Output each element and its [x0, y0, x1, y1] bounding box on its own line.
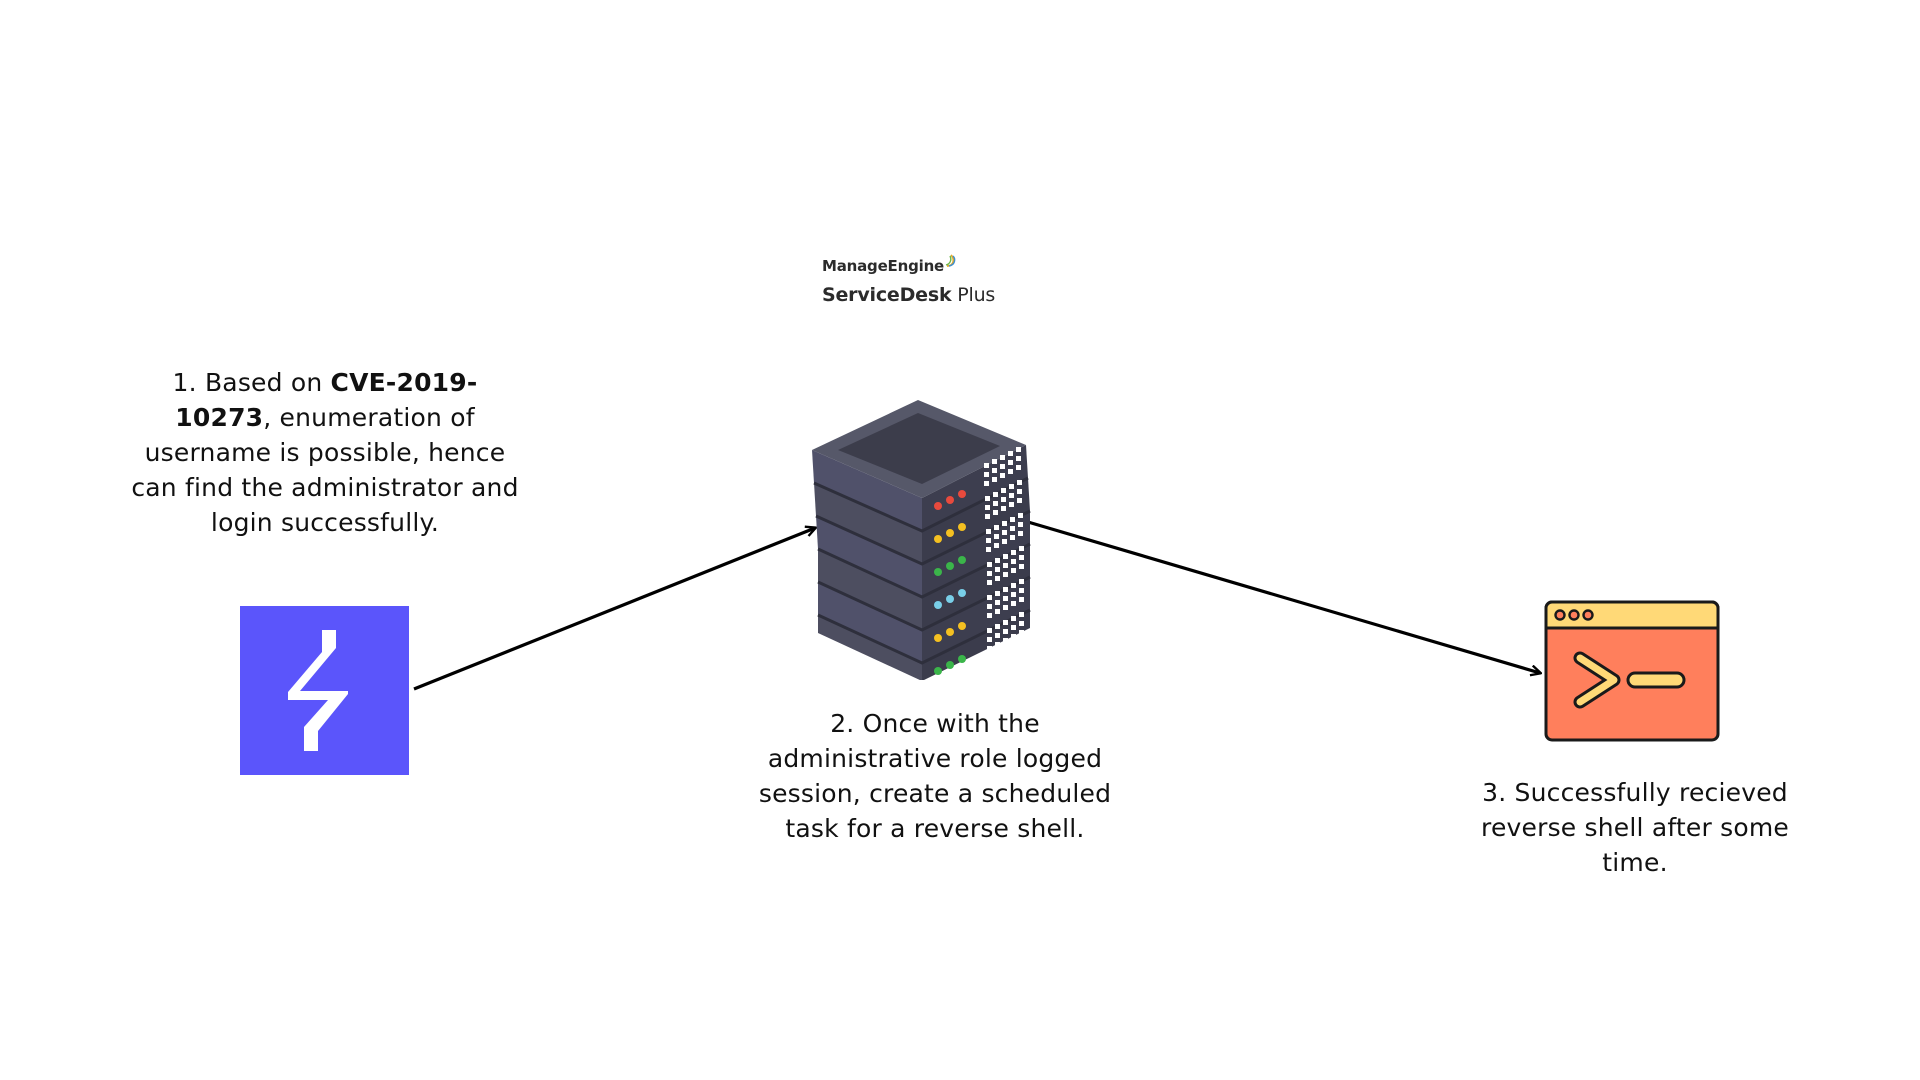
server-rack-icon [812, 368, 1036, 684]
terminal-window-icon [1544, 600, 1720, 746]
step-1-cve: CVE-2019-10273 [175, 368, 478, 432]
prompt-glyph-icon [1573, 651, 1686, 709]
brand-company: ManageEngine [822, 257, 945, 275]
lightning-glyph-icon [288, 630, 348, 751]
vent-grids [984, 447, 1024, 651]
step-3-caption: 3. Successfully recieved reverse shell a… [1481, 778, 1789, 877]
status-lights [934, 490, 966, 675]
brand-swoosh-icon [945, 254, 957, 272]
brand-product-bold: ServiceDesk [822, 284, 952, 306]
step-1-caption: 1. Based on CVE-2019-10273, enumeration … [130, 365, 520, 540]
step-1-rest: , enumeration of username is possible, h… [131, 403, 519, 537]
step-2-caption: 2. Once with the administrative role log… [758, 709, 1112, 843]
brand-logo: ManageEngine ServiceDesk Plus [822, 254, 995, 306]
arrow-server-to-terminal [1027, 520, 1540, 673]
burp-suite-lightning-icon [240, 606, 409, 775]
step-1-prefix: 1. Based on [172, 368, 331, 397]
window-dots [1554, 609, 1594, 621]
brand-product-rest: Plus [951, 284, 996, 306]
arrow-attacker-to-server [413, 528, 815, 691]
